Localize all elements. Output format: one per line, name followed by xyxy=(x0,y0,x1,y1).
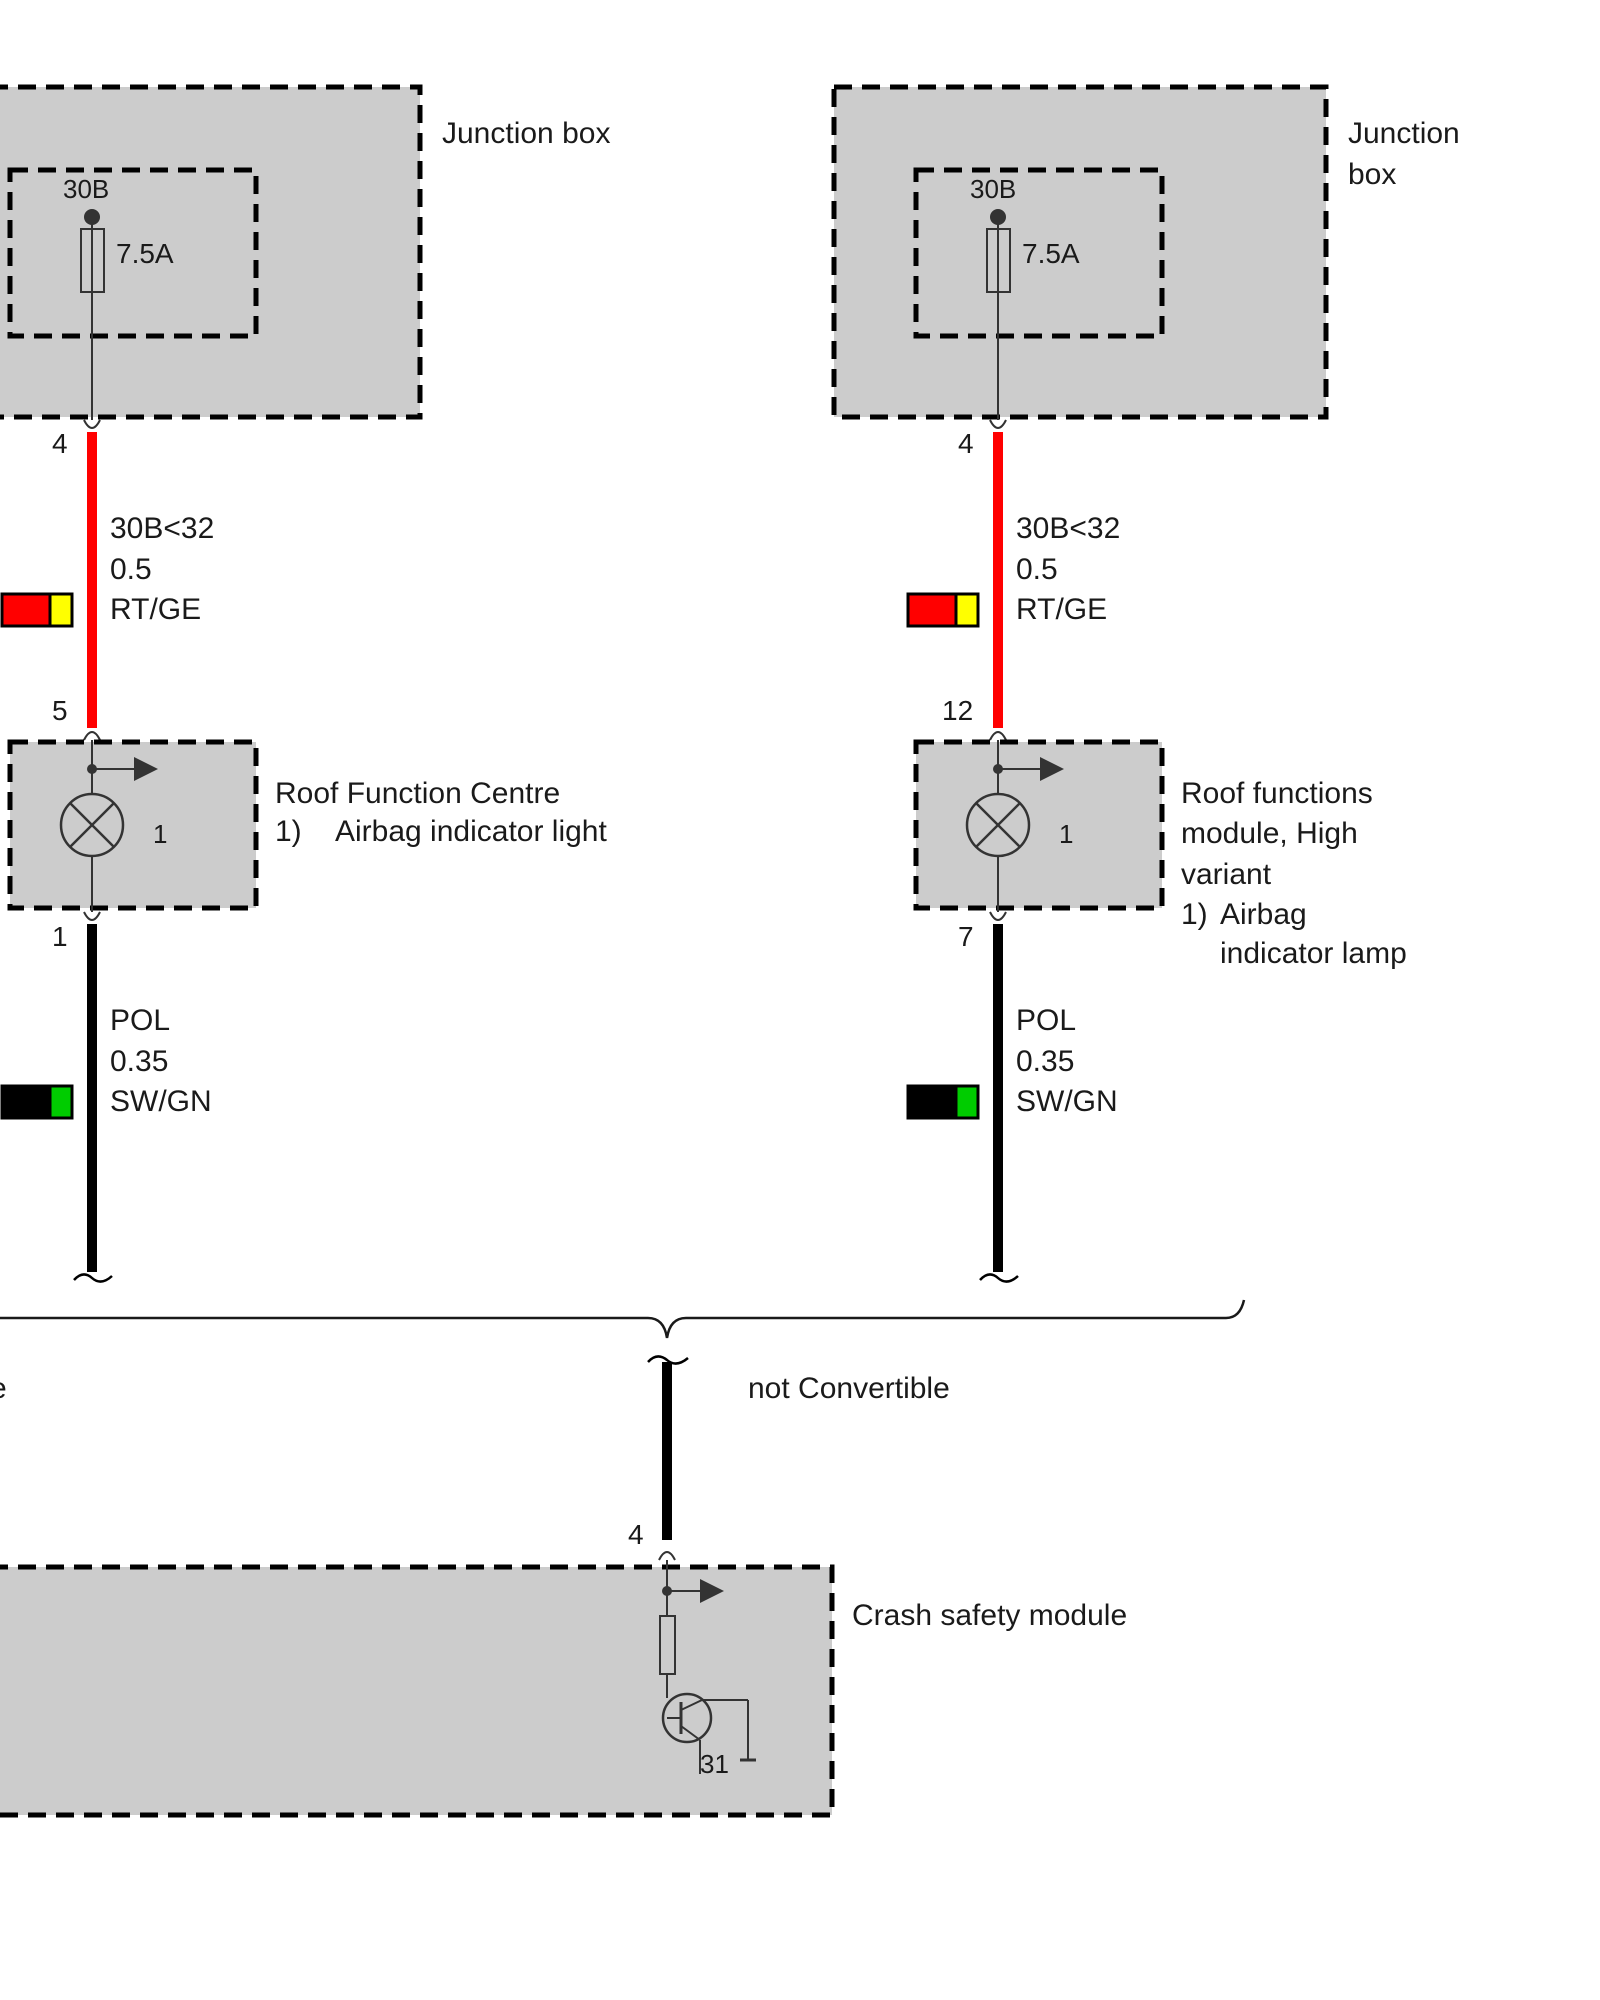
left-wire-top-gauge: 0.5 xyxy=(110,553,152,586)
left-wire-top-swatch xyxy=(0,592,74,628)
right-fuse-rating: 7.5A xyxy=(1022,238,1080,269)
left-pin-module-out: 1 xyxy=(52,921,68,952)
left-junction-box xyxy=(0,84,423,420)
crash-pin-in: 4 xyxy=(628,1519,644,1550)
left-module-note-num: 1) xyxy=(275,815,302,848)
right-output-arrow-icon xyxy=(1040,757,1064,781)
right-wire-top-color: RT/GE xyxy=(1016,593,1107,626)
crash-pin-in-connector xyxy=(658,1551,676,1561)
right-fuse-terminal: 30B xyxy=(970,174,1016,204)
crash-safety-module-label: Crash safety module xyxy=(852,1599,1127,1632)
right-junction-box-label-1: Junction xyxy=(1348,117,1460,150)
left-wire-top-signal: 30B<32 xyxy=(110,512,214,545)
crash-output-arrow-icon xyxy=(700,1579,724,1603)
right-pin-module-out-connector xyxy=(989,911,1007,921)
left-wire-break-icon xyxy=(73,1273,113,1283)
left-fuse-rating: 7.5A xyxy=(116,238,174,269)
crash-transistor-icon xyxy=(661,1692,749,1774)
left-pin-module-in: 5 xyxy=(52,695,68,726)
variant-label: not Convertible xyxy=(748,1372,950,1405)
left-lamp-icon xyxy=(59,792,125,858)
left-pin-top: 4 xyxy=(52,428,68,459)
right-pin-module-in-connector xyxy=(989,731,1007,741)
right-wire-bottom-gauge: 0.35 xyxy=(1016,1045,1074,1078)
left-roof-module-box xyxy=(7,739,259,911)
right-module-note-text-1: Airbag xyxy=(1220,898,1307,931)
crash-wire-break-icon xyxy=(647,1355,689,1365)
left-output-arrow-icon xyxy=(134,757,158,781)
right-module-label-3: variant xyxy=(1181,858,1272,891)
left-wire-bottom-gauge: 0.35 xyxy=(110,1045,168,1078)
left-wire-bottom-swatch xyxy=(0,1084,74,1120)
left-wire-top-color: RT/GE xyxy=(110,593,201,626)
right-wire-break-icon xyxy=(979,1273,1019,1283)
variant-brace xyxy=(0,1299,1246,1339)
right-pin-module-out: 7 xyxy=(958,921,974,952)
right-module-note-text-2: indicator lamp xyxy=(1220,937,1407,970)
left-pin-top-connector xyxy=(83,419,101,429)
crash-safety-branch: 4 Crash safety module 31 xyxy=(0,1355,1127,1818)
left-junction-box-label: Junction box xyxy=(442,117,610,150)
right-wire-top-gauge: 0.5 xyxy=(1016,553,1058,586)
right-module-label-2: module, High xyxy=(1181,817,1358,850)
right-junction-box xyxy=(831,84,1329,420)
right-module-note-num: 1) xyxy=(1181,898,1208,931)
right-roof-module-box xyxy=(913,739,1165,911)
crash-ground-terminal: 31 xyxy=(700,1749,729,1779)
left-wire-bottom-color: SW/GN xyxy=(110,1085,212,1118)
right-branch: Junction box 30B 7.5A 4 30B<32 0.5 RT/GE… xyxy=(831,84,1460,1283)
right-junction-box-label-2: box xyxy=(1348,158,1396,191)
right-pin-top: 4 xyxy=(958,428,974,459)
right-lamp-icon xyxy=(965,792,1031,858)
right-module-label-1: Roof functions xyxy=(1181,777,1373,810)
right-wire-top-swatch xyxy=(906,592,980,628)
right-pin-top-connector xyxy=(989,419,1007,429)
left-branch: Junction box 30B 7.5A 4 30B<32 0.5 RT/GE… xyxy=(0,84,610,1283)
left-fuse-terminal: 30B xyxy=(63,174,109,204)
left-lamp-index: 1 xyxy=(153,819,167,849)
right-wire-top-signal: 30B<32 xyxy=(1016,512,1120,545)
left-fuse-holder xyxy=(7,167,259,339)
left-wire-bottom-signal: POL xyxy=(110,1004,170,1037)
right-wire-bottom-swatch xyxy=(906,1084,980,1120)
right-lamp-index: 1 xyxy=(1059,819,1073,849)
right-pin-module-in: 12 xyxy=(942,695,973,726)
left-pin-module-in-connector xyxy=(83,731,101,741)
right-wire-bottom-color: SW/GN xyxy=(1016,1085,1118,1118)
left-module-note-text: Airbag indicator light xyxy=(335,815,607,848)
right-fuse-holder xyxy=(913,167,1165,339)
left-pin-module-out-connector xyxy=(83,911,101,921)
right-wire-bottom-signal: POL xyxy=(1016,1004,1076,1037)
brace-cut-label-left: e xyxy=(0,1372,7,1405)
crash-safety-module-box xyxy=(0,1564,835,1818)
left-module-label: Roof Function Centre xyxy=(275,777,560,810)
